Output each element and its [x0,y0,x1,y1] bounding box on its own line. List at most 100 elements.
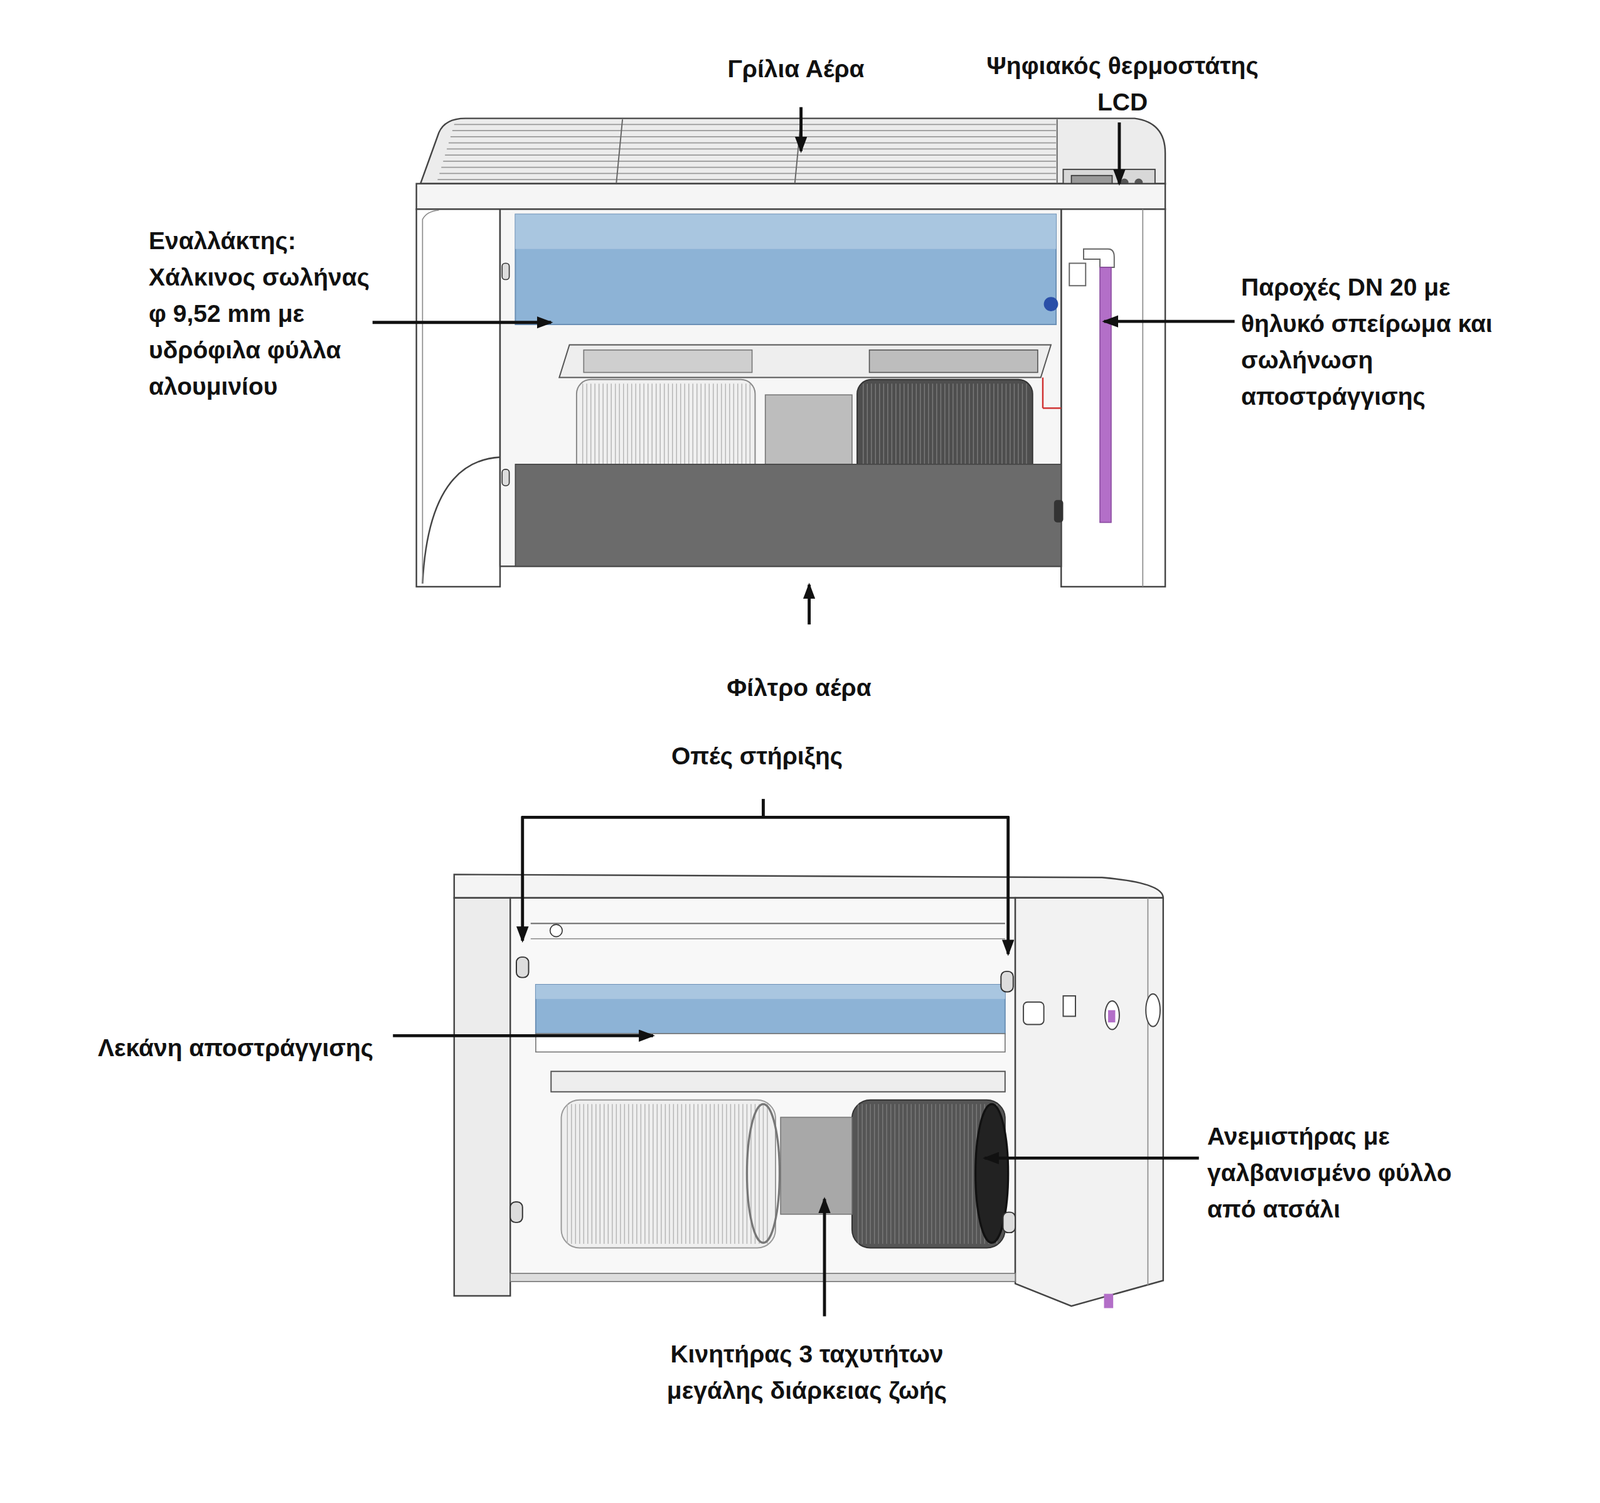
callout-label: Κινητήρας 3 ταχυτήτων μεγάλης διάρκειας … [637,1335,977,1409]
leader-arrow [1117,122,1121,184]
fan-blade [696,383,698,475]
fan-blade [924,383,925,475]
fan-blade [935,1103,937,1244]
fan-blade [931,1103,932,1244]
pipe-stub [1062,995,1076,1017]
right-side-panel [1061,208,1166,587]
leader-arrow [984,1156,1199,1160]
fan-blade [624,1103,625,1244]
back-hole [550,924,563,937]
fan-blade [1009,383,1011,475]
fan-blade [730,1103,731,1244]
fan-blade [693,1103,694,1244]
fan-blade [587,1103,588,1244]
fan-blade [634,383,636,475]
fan-blade [973,383,974,475]
fan-blade [762,1103,764,1244]
fan-blade [644,1103,646,1244]
fan-blade [701,1103,703,1244]
fan-blade [758,1103,760,1244]
fan-blade [668,1103,670,1244]
axis-mark [1042,407,1062,409]
fan-blade [928,383,929,475]
fan-blade [965,383,966,475]
bracket-line [761,798,765,817]
air-filter [515,464,1062,567]
panel-clip [1054,500,1064,523]
support-peg [510,1201,523,1223]
valve [1044,296,1059,312]
fan-blade [754,1103,756,1244]
fan-blade [1025,383,1027,475]
fan-blade [742,1103,743,1244]
fan-blade [590,383,592,475]
fan-blade [882,1103,883,1244]
fan-blade [720,383,722,475]
callout-label: Ψηφιακός θερμοστάτης LCD [964,47,1281,121]
fan-blade [1017,383,1019,475]
fan-blade [890,1103,891,1244]
side-panel-curve [422,456,501,584]
right-panel-edge [1142,208,1144,587]
heat-exchanger [515,213,1056,325]
fan-mount-plate [559,345,1051,378]
fan-blade [951,1103,953,1244]
fan-blade [883,383,885,475]
fan-blade [628,1103,629,1244]
fan-motor [765,394,853,465]
fan-motor [780,1116,853,1214]
fan-blade [1022,383,1023,475]
fan-blade [733,383,735,475]
leader-arrow [807,584,811,625]
fan-blade [976,383,978,475]
grille-line [448,142,1056,144]
fan-blade [902,1103,903,1244]
fan-blade [570,1103,572,1244]
fan-blade [579,1103,580,1244]
fan-blade [738,1103,740,1244]
fan-blade [867,383,868,475]
heat-exchanger-top [515,213,1056,249]
bottom-lip [510,1273,1016,1282]
bracket-line [521,815,1009,819]
grille-line [450,136,1056,138]
fan-blade [857,1103,859,1244]
fan-blade [647,383,649,475]
fan-blade [891,383,893,475]
fan-blade [717,1103,719,1244]
fan-blade [652,1103,654,1244]
grille-line [442,160,1056,162]
fan-blade [567,1103,568,1244]
fan-blade [602,383,603,475]
drain-pan [535,984,1006,1034]
fan-ring [746,1103,780,1243]
fan-blade [916,383,917,475]
fan-blade [599,1103,601,1244]
side-hole [1104,1000,1120,1030]
grille-line [439,173,1056,175]
leader-arrow [520,816,524,941]
grille-divider [616,119,623,183]
axis-mark [1042,377,1044,409]
drain-pipe [1099,267,1112,523]
leader-arrow [799,107,803,152]
fan-blade [745,383,747,475]
fan-blade [709,383,710,475]
fan-blade [952,383,954,475]
fan-blade [1005,383,1007,475]
fan-blade [684,383,686,475]
fan-outlet [869,350,1038,373]
fan-blade [595,1103,597,1244]
fan-blade [704,383,706,475]
callout-label: Λεκάνη αποστράγγισης [97,1029,405,1067]
fan-blade [955,1103,957,1244]
callout-label: Παροχές DN 20 με θηλυκό σπείρωμα και σωλ… [1241,269,1519,415]
fan-blade [668,383,669,475]
support-peg [516,956,529,978]
support-peg [1003,1212,1016,1233]
grille-line [437,178,1056,181]
fan-blade [643,383,645,475]
fan-blade [766,1103,768,1244]
top-unit [416,118,1166,587]
fan-blade [640,1103,642,1244]
